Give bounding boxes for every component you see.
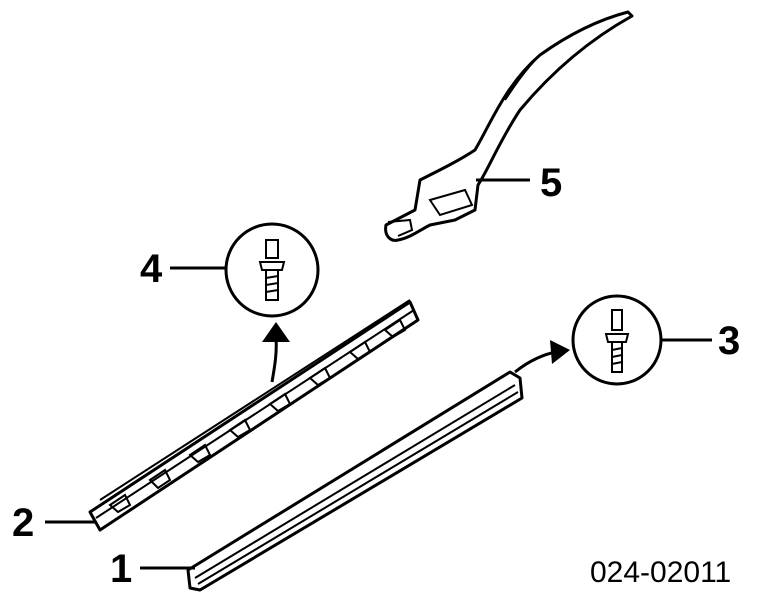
callout-1-label: 1 <box>110 547 132 591</box>
part-1-sill-strip <box>186 370 524 592</box>
part-5-trim-bracket <box>384 10 634 242</box>
callout-4-label: 4 <box>140 247 163 291</box>
callout-5-label: 5 <box>540 161 562 205</box>
diagram-part-number: 024-02011 <box>590 556 731 589</box>
arrow-to-part-3 <box>514 340 570 374</box>
callout-3-label: 3 <box>718 319 740 363</box>
part-4-bolt-detail <box>224 222 320 318</box>
part-3-bolt-detail <box>571 294 663 386</box>
part-2-clip-rail <box>88 299 420 532</box>
callout-2-label: 2 <box>12 501 34 545</box>
arrow-to-part-4 <box>262 322 290 383</box>
